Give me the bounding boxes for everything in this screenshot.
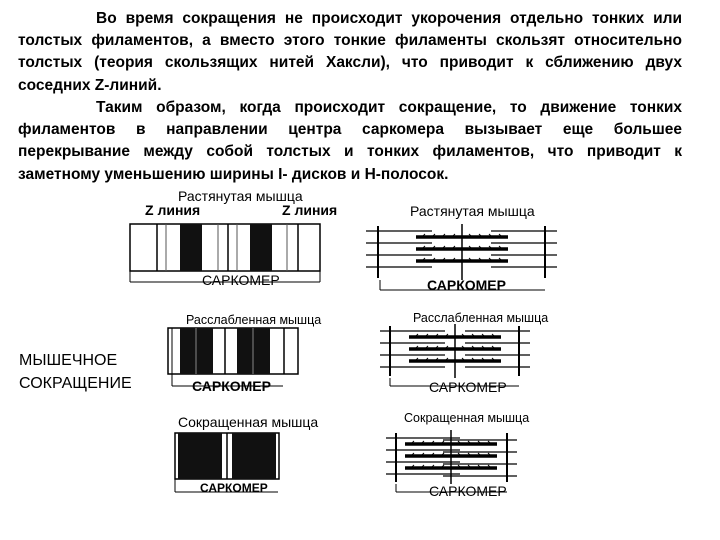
left-stretched-title: Растянутая мышца [178,188,303,204]
right-stretched-title: Растянутая мышца [410,203,535,219]
paragraph-2: Таким образом, когда происходит сокращен… [18,97,682,186]
muscle-contraction-label-line1: МЫШЕЧНОЕ [19,352,118,369]
paragraph-1: Во время сокращения не происходит укороч… [18,8,682,97]
right-contracted-title: Сокращенная мышца [404,411,530,425]
z-line-label-left: Z линия [145,202,201,218]
right-stretched-filaments [366,224,557,291]
paragraph-1-text: Во время сокращения не происходит укороч… [18,10,682,94]
left-contracted-title: Сокращенная мышца [178,414,319,430]
paragraph-2-text: Таким образом, когда происходит сокращен… [18,99,682,183]
right-relaxed-sarcomere-label: САРКОМЕР [429,379,507,395]
left-relaxed-title: Расслабленная мышца [186,313,322,327]
z-line-label-right: Z линия [282,202,338,218]
right-relaxed-filaments [380,324,530,387]
left-stretched-sarcomere [129,223,321,283]
left-relaxed-sarcomere [167,327,299,387]
right-contracted-filaments [386,430,517,493]
right-contracted-sarcomere-label: САРКОМЕР [429,483,507,499]
muscle-contraction-label-line2: СОКРАЩЕНИЕ [19,375,132,392]
right-stretched-sarcomere-label: САРКОМЕР [427,277,506,293]
left-stretched-sarcomere-label: САРКОМЕР [202,272,280,288]
right-relaxed-title: Расслабленная мышца [413,311,549,325]
left-contracted-sarcomere [174,432,280,493]
